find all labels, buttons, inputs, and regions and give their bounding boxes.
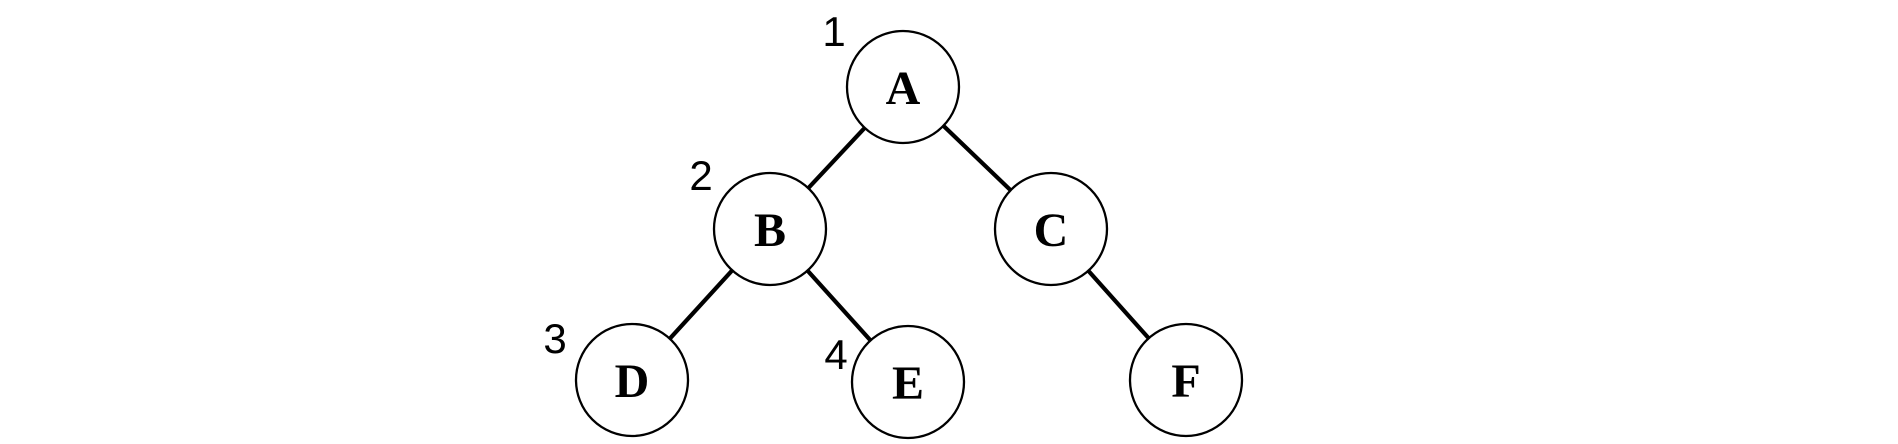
node-circle-A [845, 29, 961, 145]
tree-node-D: D3 [543, 315, 690, 438]
tree-node-E: E4 [824, 324, 966, 440]
node-label-F: F [1171, 355, 1200, 408]
order-label-E: 4 [824, 331, 847, 378]
node-circle-D [574, 322, 690, 438]
order-label-B: 2 [689, 152, 712, 199]
node-label-C: C [1034, 204, 1069, 257]
node-label-D: D [615, 355, 650, 408]
node-label-A: A [886, 62, 921, 115]
node-circle-E [850, 324, 966, 440]
node-circle-F [1128, 322, 1244, 438]
node-circle-B [712, 171, 828, 287]
tree-node-F: F [1128, 322, 1244, 438]
node-label-B: B [754, 204, 786, 257]
order-label-D: 3 [543, 315, 566, 362]
tree-node-A: A1 [822, 8, 961, 145]
tree-node-C: C [993, 171, 1109, 287]
order-label-A: 1 [822, 8, 845, 55]
tree-node-B: B2 [689, 152, 828, 287]
node-circle-C [993, 171, 1109, 287]
node-label-E: E [892, 357, 924, 410]
